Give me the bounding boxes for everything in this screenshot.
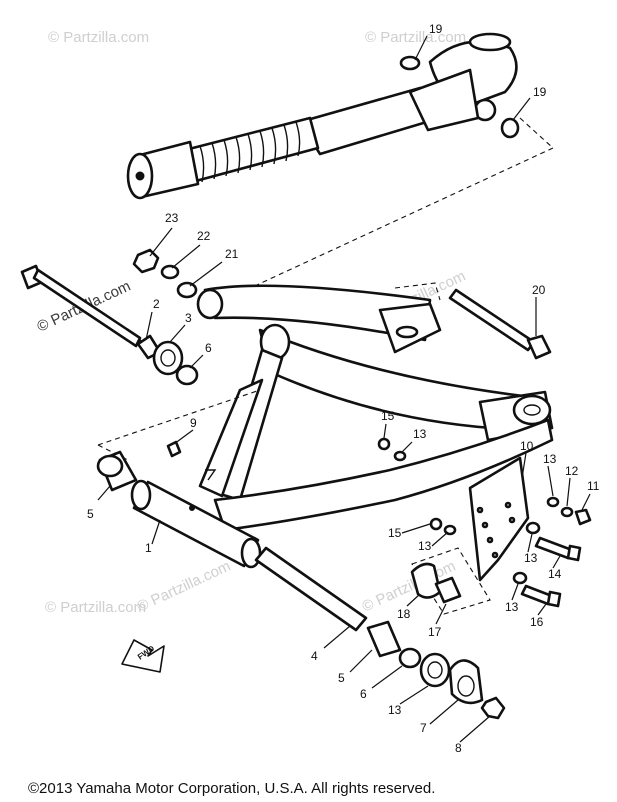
callout-label: 19: [429, 22, 443, 36]
callout-label: 4: [311, 649, 318, 663]
washer-19-upper: [399, 55, 421, 71]
callout-label: 18: [397, 607, 411, 621]
copyright-notice: ©2013 Yamaha Motor Corporation, U.S.A. A…: [28, 780, 436, 797]
callout-label: 13: [388, 703, 402, 717]
bushing-5-lower: [366, 620, 402, 658]
swingarm-frame: [97, 282, 554, 569]
nut-8: [480, 696, 506, 720]
bearing-3-lower: [419, 652, 451, 688]
watermark-text: © Partzilla.com: [365, 29, 466, 46]
washer-22: [160, 264, 180, 280]
bolt-14: [534, 536, 574, 560]
callout-label: 22: [197, 229, 211, 243]
washer-13-b: [546, 496, 560, 508]
washer-6-lower: [398, 647, 422, 669]
callout-label: 13: [524, 551, 538, 565]
callout-label: 21: [225, 247, 239, 261]
washer-13-c: [525, 521, 541, 535]
callout-label: 13: [418, 539, 432, 553]
callout-label: 10: [520, 439, 534, 453]
callout-label: 5: [338, 671, 345, 685]
nut-11: [574, 508, 592, 526]
callout-label: 13: [505, 600, 519, 614]
washer-13-d: [512, 571, 528, 585]
watermark-text: © Partzilla.com: [45, 599, 146, 616]
callout-label: 1: [145, 541, 152, 555]
washer-6-upper: [175, 364, 199, 386]
bracket-10: [411, 456, 530, 615]
pivot-shaft-4: [254, 546, 368, 632]
callout-label: 6: [205, 341, 212, 355]
bearing-3-upper: [152, 340, 184, 376]
grease-nipple-9: [166, 440, 182, 458]
callout-label: 7: [420, 721, 427, 735]
washer-19-lower: [500, 117, 520, 139]
forward-arrow-icon: FWD: [121, 639, 165, 673]
nut-15-lower: [429, 517, 443, 531]
callout-label: 15: [381, 409, 395, 423]
washer-12: [560, 506, 574, 518]
callout-label: 2: [153, 297, 160, 311]
bolt-20: [448, 288, 552, 360]
callout-label: 13: [543, 452, 557, 466]
callout-label: 19: [533, 85, 547, 99]
callout-label: 17: [428, 625, 442, 639]
callout-label: 3: [185, 311, 192, 325]
callout-label: 20: [532, 283, 546, 297]
callout-label: 12: [565, 464, 579, 478]
washer-13-upper: [393, 450, 407, 462]
swingarm-diagram-svg: © Partzilla.com © Partzilla.com © Partzi…: [20, 22, 600, 755]
callout-label: 13: [413, 427, 427, 441]
nut-23: [132, 248, 160, 274]
callout-label: 23: [165, 211, 179, 225]
rear-shock-absorber: [126, 32, 518, 200]
collar-17: [434, 576, 462, 604]
callout-label: 15: [388, 526, 402, 540]
watermark-text: © Partzilla.com: [48, 29, 149, 46]
callout-label: 8: [455, 741, 462, 755]
pivot-bolt-upper: [20, 264, 156, 353]
nut-15-upper: [377, 437, 391, 451]
callout-label: 6: [360, 687, 367, 701]
washer-21: [176, 281, 198, 299]
callout-label: 5: [87, 507, 94, 521]
leader-lines: [97, 35, 591, 743]
callout-numbers: 19 19 23 22 21 20 2 3 6 9 15 13 10 13 12…: [87, 22, 600, 755]
callout-label: 11: [587, 479, 600, 493]
callout-label: 9: [190, 416, 197, 430]
callout-label: 14: [548, 567, 562, 581]
callout-label: 16: [530, 615, 544, 629]
watermark-text: © Partzilla.com: [135, 558, 234, 616]
cap-7: [448, 659, 484, 705]
